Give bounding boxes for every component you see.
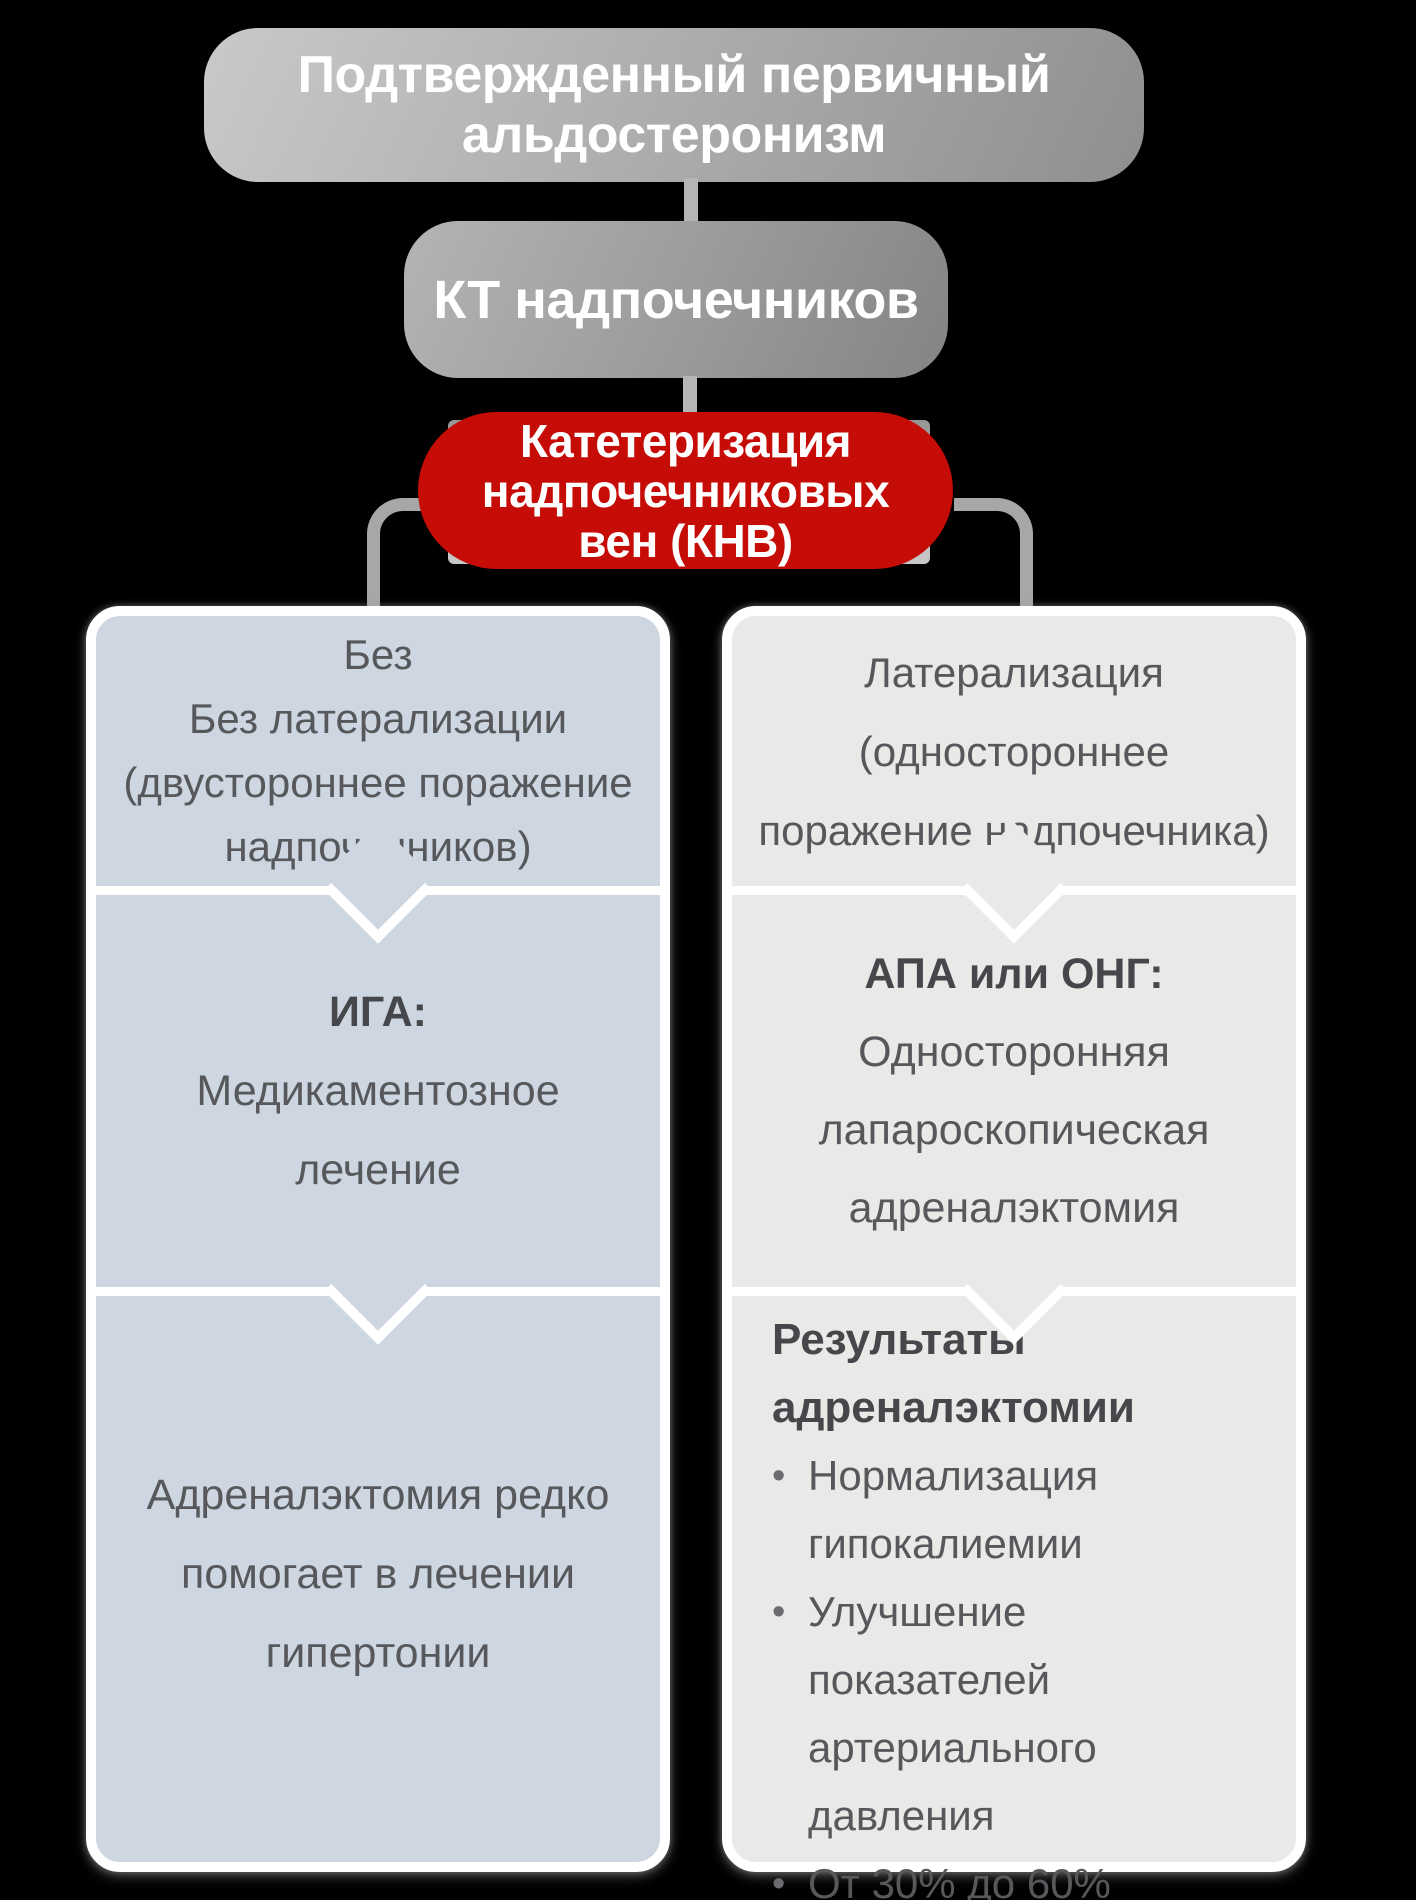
section-heading: ИГА: [329, 987, 427, 1036]
section-text-line: Односторонняя [858, 1028, 1170, 1076]
section-text-line: Медикаментозное [196, 1066, 560, 1115]
section-adrenalectomy-note: Адреналэктомия редко помогает в лечении … [96, 1296, 660, 1852]
bullet-text-line: гипокалиемии [808, 1520, 1083, 1567]
connector-bracket-right [954, 498, 1033, 631]
section-text-line: (одностороннее [858, 727, 1170, 775]
node-text-line: вен (КНВ) [578, 514, 793, 567]
section-heading: АПА или ОНГ: [864, 950, 1164, 998]
section-lateralization: Латерализация (одностороннее поражение н… [732, 616, 1296, 886]
bullet-icon: • [772, 1863, 786, 1900]
bullet-icon: • [772, 1455, 786, 1497]
bullet-text-line: Улучшение показателей [808, 1588, 1051, 1703]
section-iha-treatment: ИГА: Медикаментозное лечение [96, 895, 660, 1287]
node-ct-adrenal: КТ надпочечников [404, 221, 948, 378]
section-text-line: лечение [295, 1145, 461, 1194]
connector-vertical [683, 376, 697, 416]
section-heading-line: адреналэктомии [772, 1383, 1135, 1432]
chevron-divider [732, 822, 1296, 944]
bullet-text-line: артериального давления [808, 1724, 1097, 1839]
section-adrenalectomy-results: Результаты адреналэктомии • Нормализация… [732, 1296, 1296, 1900]
node-avs-catheterization: Катетеризация надпочечниковых вен (КНВ) [418, 412, 953, 569]
section-heading-line: Результаты [772, 1315, 1026, 1364]
bullet-text-line: Нормализация [808, 1452, 1099, 1499]
chevron-divider [732, 1223, 1296, 1345]
node-text-line: надпочечниковых [481, 464, 890, 517]
node-text-line: Подтвержденный первичный [297, 46, 1051, 104]
section-text-line: Латерализация [864, 648, 1164, 696]
bullet-text-line: От 30% до 60% пациентов [808, 1860, 1111, 1900]
list-item: • Нормализация гипокалиемии [772, 1442, 1278, 1578]
chevron-divider [96, 1223, 660, 1345]
section-text-line: Без [343, 631, 413, 678]
section-text-line: Адреналэктомия редко [146, 1470, 610, 1519]
section-text-line: Без латерализации [188, 695, 568, 742]
section-text-line: лапароскопическая [818, 1106, 1210, 1154]
connector-vertical [684, 178, 698, 224]
node-text-line: альдостеронизм [461, 106, 887, 164]
column-lateralization: Латерализация (одностороннее поражение н… [722, 606, 1306, 1900]
section-text-line: помогает в лечении [181, 1549, 575, 1598]
node-confirmed-aldosteronism: Подтвержденный первичный альдостеронизм [204, 28, 1144, 182]
section-text-line: (двустороннее поражение [123, 759, 633, 806]
list-item: • От 30% до 60% пациентов выздаравливают [772, 1850, 1278, 1900]
node-text-line: Катетеризация [520, 414, 851, 467]
section-text-line: гипертонии [265, 1628, 491, 1677]
bullet-icon: • [772, 1591, 786, 1633]
node-text-line: КТ надпочечников [433, 269, 919, 330]
column-no-lateralization: Без Без латерализации (двустороннее пора… [86, 606, 670, 1872]
list-item: • Улучшение показателей артериального да… [772, 1578, 1278, 1850]
chevron-divider [96, 822, 660, 944]
